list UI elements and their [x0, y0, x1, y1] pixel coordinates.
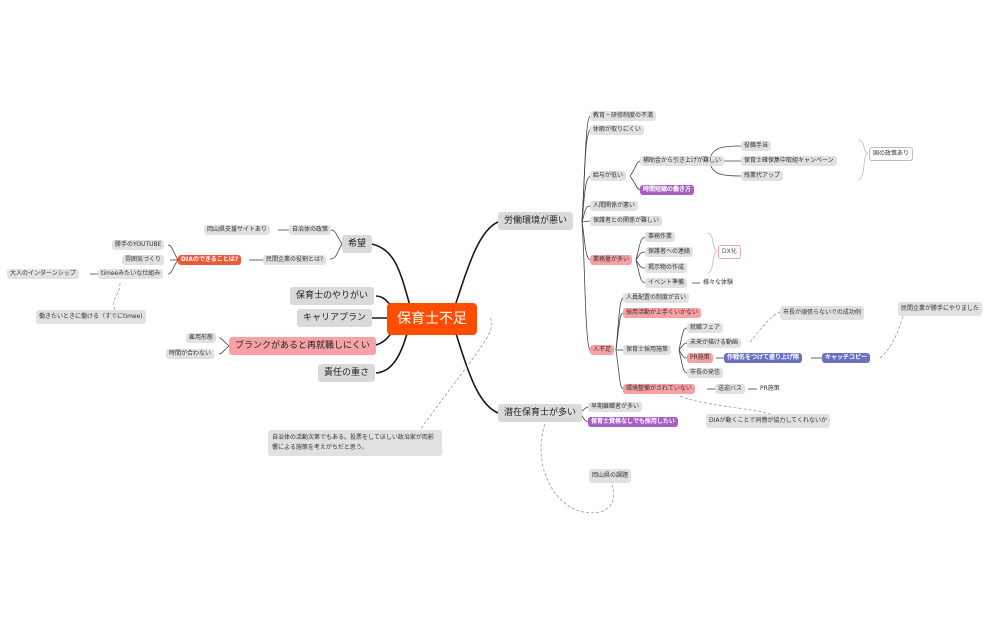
node-time-mismatch[interactable]: 時間が合わない	[166, 349, 215, 359]
node-bad-relationships[interactable]: 人間関係が悪い	[590, 201, 639, 211]
node-recruit-measures[interactable]: 保育士採用施策	[623, 345, 672, 355]
node-shuttle-bus[interactable]: 送迎バス	[715, 384, 746, 394]
root-topic[interactable]: 保育士不足	[387, 303, 477, 335]
node-pr-measures[interactable]: PR施策	[687, 353, 713, 363]
node-catch-copy[interactable]: キャッチコピー	[822, 353, 871, 363]
node-national-policy[interactable]: 国の政策あり	[869, 147, 914, 161]
node-parent-relations-hard[interactable]: 保護者との関係が難しい	[590, 216, 662, 226]
node-heavy-workload[interactable]: 業務量が多い	[590, 255, 633, 265]
node-operation-name-team[interactable]: 作戦名をつけて盛り上げ隊	[724, 353, 803, 363]
node-old-staffing-rules[interactable]: 人員配置の制度が古い	[623, 293, 690, 303]
node-okayama-issue[interactable]: 岡山県の課題	[589, 469, 632, 483]
note-dia-colleagues[interactable]: DIAが動くことで同僚が協力してくれないか	[706, 414, 830, 428]
topic-bad-work-environment[interactable]: 労働環境が悪い	[498, 212, 574, 230]
node-parent-contact[interactable]: 保護者への連絡	[645, 247, 694, 257]
topic-latent-nursery-teachers[interactable]: 潜在保育士が多い	[498, 404, 583, 422]
node-early-turnover[interactable]: 早期離職者が多い	[588, 402, 643, 412]
node-event-prep[interactable]: イベント準備	[645, 278, 688, 288]
node-employment-type[interactable]: 雇用形態	[186, 333, 217, 343]
node-adult-internship[interactable]: 大人のインターンシップ	[7, 269, 79, 279]
node-minkan-role[interactable]: 民間企業の役割とは?	[263, 255, 327, 265]
note-jichitai-activity[interactable]: 自治体の活動次第でもある。投票をしてほしい政治家が両影響による施策を考えがちだと…	[268, 430, 442, 456]
node-short-hours-workstyle[interactable]: 時間短縮の働き方	[640, 185, 695, 195]
topic-career-plan[interactable]: キャリアプラン	[297, 309, 373, 327]
node-various-experiences[interactable]: 様々な体験	[703, 279, 734, 286]
node-dia-can-do[interactable]: DIAのできることは?	[178, 255, 242, 265]
node-okayama-support-site[interactable]: 岡山県支援サイトあり	[204, 225, 271, 235]
node-position-allowance[interactable]: 役職手当	[741, 141, 772, 151]
node-pr-measures-2[interactable]: PR施策	[760, 385, 780, 392]
node-office-work[interactable]: 事務作業	[645, 232, 676, 242]
node-notice-creation[interactable]: 掲示物の作成	[645, 263, 688, 273]
note-private-company[interactable]: 民間企業が勝手にやりました	[898, 302, 983, 316]
node-dx[interactable]: DX化	[718, 245, 741, 259]
node-low-salary[interactable]: 給与が低い	[590, 171, 627, 181]
node-training-dissatisfaction[interactable]: 教育・研修制度の不満	[590, 111, 657, 121]
node-mayor-message[interactable]: 市長の発信	[687, 368, 724, 378]
node-work-when-want[interactable]: 働きたいときに働ける（すでにtimee)	[36, 310, 146, 324]
node-hard-to-take-leave[interactable]: 休暇が取りにくい	[590, 125, 644, 135]
node-environment-not-ready[interactable]: 環境整備がされていない	[623, 384, 695, 394]
node-youtube[interactable]: 勝手のYOUTUBE	[112, 240, 165, 250]
node-atmosphere[interactable]: 雰囲気づくり	[122, 255, 165, 265]
node-staff-shortage[interactable]: 人不足	[590, 345, 615, 355]
node-timee-like[interactable]: timeeみたいな仕組み	[98, 269, 164, 279]
node-future-video[interactable]: 未来が描ける動画	[687, 338, 742, 348]
node-campaign[interactable]: 保育士確保集中取組キャンペーン	[741, 156, 837, 166]
node-hire-without-license[interactable]: 保育士資格なしでも採用したい	[588, 417, 678, 427]
node-job-fair[interactable]: 就職フェア	[687, 323, 724, 333]
node-subsidy-raise-hard[interactable]: 補助金から引き上げが難しい	[640, 156, 725, 166]
topic-yarigai[interactable]: 保育士のやりがい	[290, 287, 375, 305]
note-mayor-success[interactable]: 市長が頑張らないでの成功例	[780, 306, 864, 320]
node-jichitai-policy[interactable]: 自治体の政策	[289, 225, 332, 235]
node-recruiting-failing[interactable]: 採用活動が上手くいかない	[623, 308, 702, 318]
node-overtime-up[interactable]: 残業代アップ	[741, 171, 784, 181]
topic-blank-reemployment[interactable]: ブランクがあると再就職しにくい	[229, 337, 376, 355]
topic-responsibility[interactable]: 責任の重さ	[318, 364, 376, 382]
topic-hope[interactable]: 希望	[342, 235, 373, 253]
